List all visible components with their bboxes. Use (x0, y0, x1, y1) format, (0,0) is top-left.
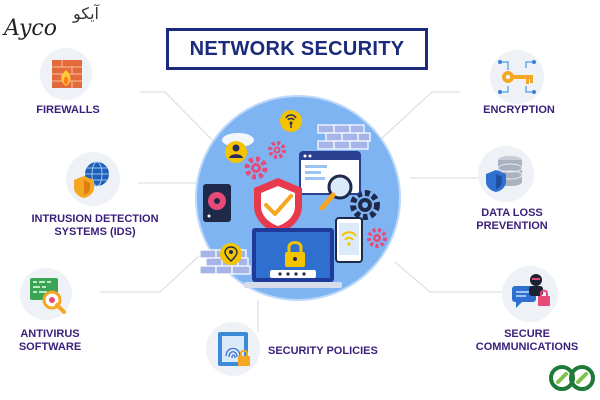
label-antivirus-line1: ANTIVIRUS (20, 328, 80, 340)
connector-encryption (379, 91, 460, 141)
label-ids-line2: SYSTEMS (IDS) (54, 226, 136, 238)
chat-lock-icon (512, 274, 550, 308)
phone-icon (335, 217, 363, 263)
label-dlp: DATA LOSS PREVENTION (462, 207, 562, 233)
label-secure-line2: COMMUNICATIONS (475, 341, 579, 353)
secure-comm-icon-circle (502, 266, 558, 322)
firewall-icon-circle (40, 48, 92, 100)
label-firewalls: FIREWALLS (36, 104, 100, 116)
connector-secure (394, 261, 502, 293)
shield-check-icon (254, 178, 302, 234)
signal-icon (280, 110, 302, 132)
page-title: NETWORK SECURITY (189, 37, 405, 60)
encryption-icon-circle (490, 50, 544, 104)
label-secure-line1: SECURE (504, 328, 550, 340)
gear-icon-right-dark (350, 190, 380, 220)
corner-brand-logo (549, 365, 595, 391)
label-policies: SECURITY POLICIES (268, 345, 378, 357)
label-dlp-line1: DATA LOSS (481, 207, 543, 219)
gear-icon-right-pink (367, 228, 387, 248)
label-secure-comm: SECURE COMMUNICATIONS (466, 328, 588, 354)
magnifier-icon (319, 174, 353, 211)
label-ids-line1: INTRUSION DETECTION (31, 213, 159, 225)
policies-icon-circle (206, 322, 260, 376)
antivirus-icon (30, 278, 66, 314)
database-shield-icon (486, 156, 523, 192)
logo-latin-text: Ayco (4, 16, 57, 41)
gear-icon-top (268, 141, 286, 159)
label-antivirus: ANTIVIRUS SOFTWARE (8, 328, 92, 354)
firewall-icon (52, 60, 82, 88)
location-pin-icon (220, 243, 242, 265)
key-icon (498, 60, 536, 94)
user-icon (225, 141, 247, 163)
label-ids: INTRUSION DETECTION SYSTEMS (IDS) (20, 213, 170, 239)
brick-wall-top-right (317, 124, 371, 150)
connector-antivirus (100, 254, 201, 293)
title-box: NETWORK SECURITY (166, 28, 428, 70)
hard-drive-icon (203, 184, 231, 222)
fingerprint-document-icon (218, 332, 250, 366)
laptop-lock-icon (244, 228, 342, 288)
dlp-icon-circle (478, 146, 534, 202)
antivirus-icon-circle (20, 268, 72, 320)
label-encryption: ENCRYPTION (483, 104, 555, 116)
logo-arabic-text: آیکو (73, 4, 99, 23)
label-dlp-line2: PREVENTION (476, 220, 548, 232)
label-antivirus-line2: SOFTWARE (18, 341, 82, 353)
ayco-logo: آیکو Ayco (4, 4, 99, 42)
connector-firewalls (140, 91, 223, 151)
globe-shield-icon (74, 161, 109, 198)
gear-icon-left (244, 156, 268, 180)
ids-icon-circle (66, 152, 120, 206)
